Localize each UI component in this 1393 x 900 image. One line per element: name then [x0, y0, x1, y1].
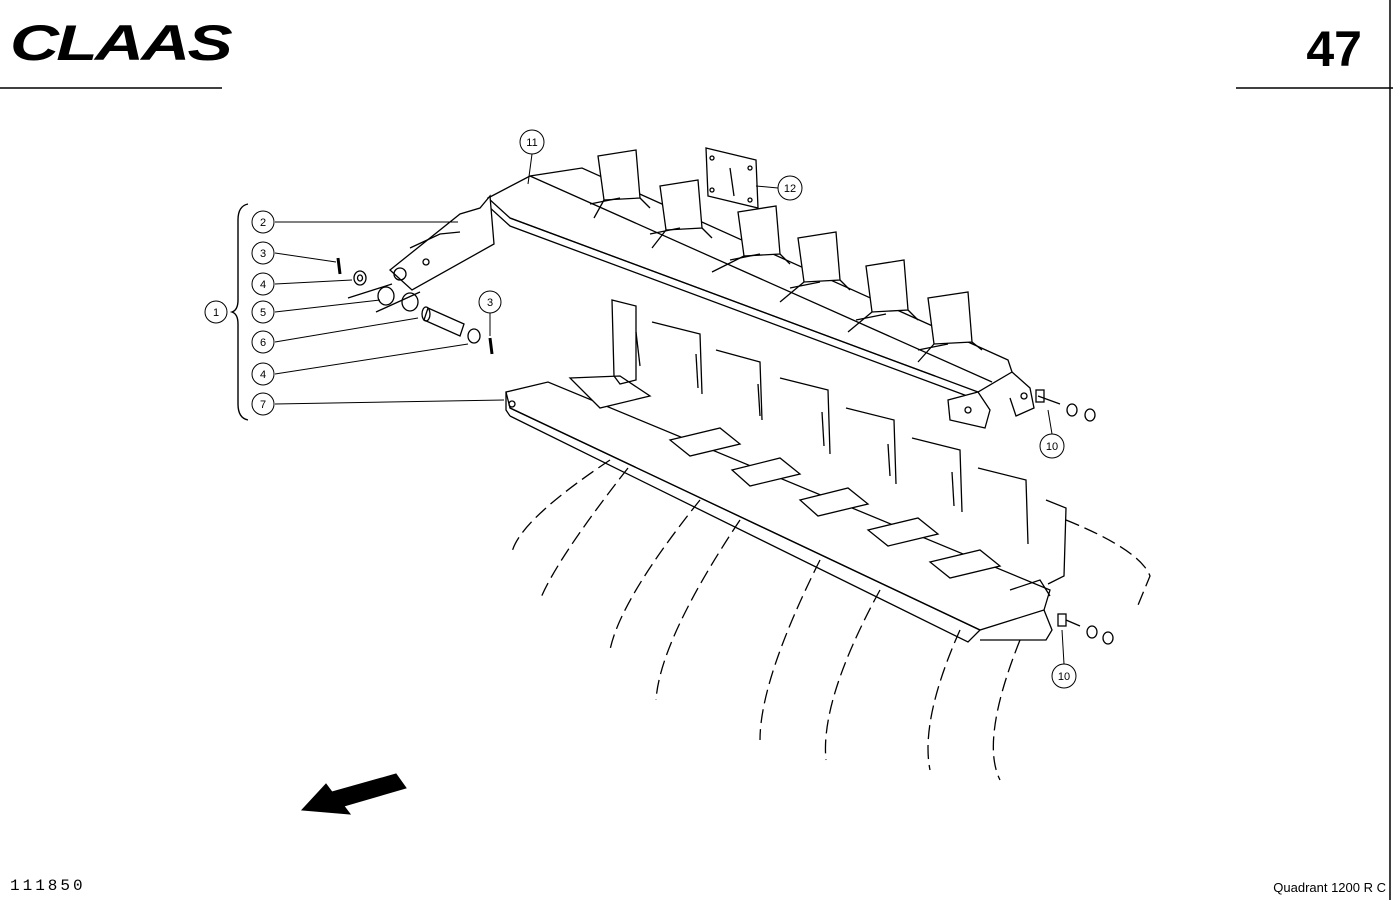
page-number: 47 — [1306, 21, 1362, 77]
callout-10a: 10 — [1039, 433, 1065, 459]
callout-12: 12 — [777, 175, 803, 201]
callout-3: 3 — [251, 241, 275, 265]
svg-text:11: 11 — [526, 137, 537, 149]
svg-text:3: 3 — [260, 248, 266, 260]
callout-4b: 4 — [251, 362, 275, 386]
svg-text:1: 1 — [213, 307, 219, 319]
callout-7: 7 — [251, 392, 275, 416]
upper-tines — [589, 149, 983, 363]
svg-text:10: 10 — [1058, 671, 1070, 683]
brand-logo: CLAAS — [10, 15, 234, 71]
svg-text:4: 4 — [260, 369, 266, 381]
model-label: Quadrant 1200 R C — [1273, 880, 1386, 895]
callout-bubbles: 1 2 3 4 5 6 4 7 3 10 10 11 12 — [204, 129, 1077, 689]
lower-tines — [568, 299, 1067, 597]
brand-logo-text: CLAAS — [10, 15, 232, 71]
callout-10b: 10 — [1051, 663, 1077, 689]
travel-direction-arrow-icon — [300, 773, 407, 815]
drawing-number: 111850 — [10, 877, 86, 895]
callout-4: 4 — [251, 272, 275, 296]
lower-comb-bar — [505, 299, 1151, 781]
small-parts-group — [229, 194, 495, 421]
callout-2: 2 — [251, 210, 275, 234]
svg-text:4: 4 — [260, 279, 266, 291]
svg-text:5: 5 — [260, 307, 266, 319]
svg-text:12: 12 — [784, 183, 796, 195]
callout-1: 1 — [204, 300, 228, 324]
arm-bracket — [388, 194, 495, 291]
callout-leaders — [274, 153, 1065, 665]
svg-text:10: 10 — [1046, 441, 1058, 453]
callout-5: 5 — [251, 300, 275, 324]
callout-11: 11 — [519, 129, 545, 155]
svg-text:6: 6 — [260, 337, 266, 349]
callout-3b: 3 — [478, 290, 502, 314]
svg-text:7: 7 — [260, 399, 266, 411]
svg-text:3: 3 — [487, 297, 493, 309]
rotor-arcs — [511, 459, 1151, 781]
svg-text:2: 2 — [260, 217, 266, 229]
callout-6: 6 — [251, 330, 275, 354]
